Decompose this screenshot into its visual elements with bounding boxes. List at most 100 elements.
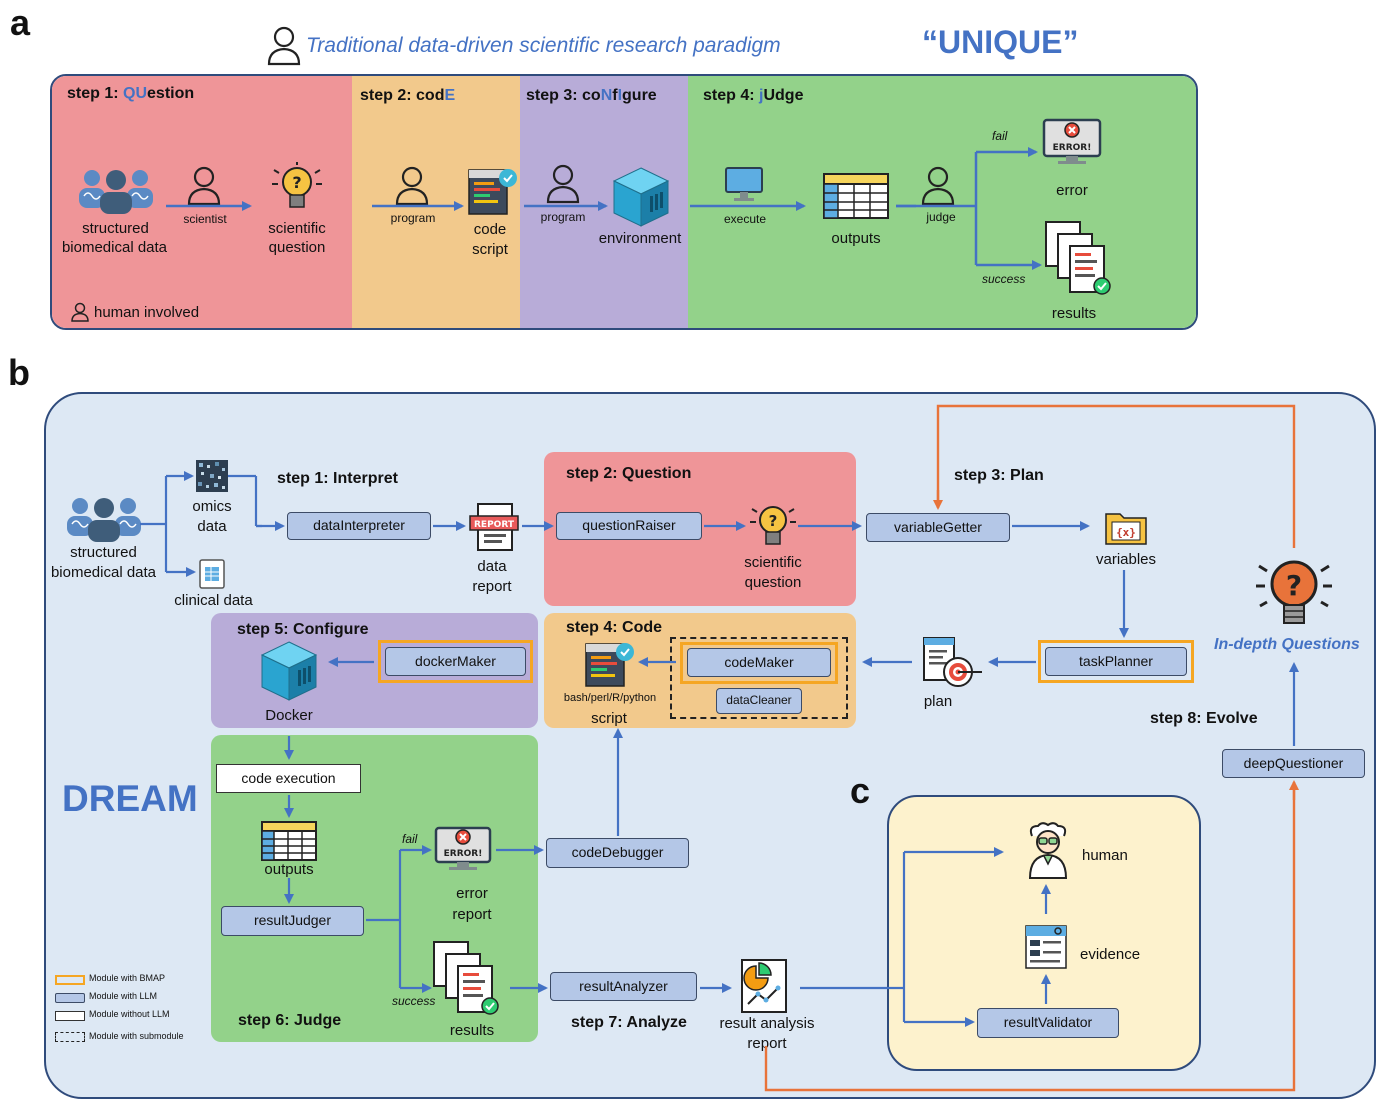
computer-icon (725, 167, 763, 201)
variablegetter-module: variableGetter (866, 513, 1010, 542)
human-involved-icon (71, 302, 89, 322)
outputs-table-icon-b (261, 821, 317, 861)
unique-title: “UNIQUE” (922, 24, 1079, 60)
resultjudger-module: resultJudger (221, 906, 364, 936)
error-icon-text-b: ERROR! (444, 849, 483, 859)
success-label-a: success (982, 272, 1026, 286)
docker-label: Docker (265, 707, 313, 724)
step8-title: step 8: Evolve (1150, 710, 1258, 727)
code-label-1: code (473, 221, 507, 238)
programmer-icon-2 (546, 164, 580, 204)
environment-cube-icon (612, 167, 670, 227)
omics-label-2: data (197, 518, 227, 535)
step2-title: step 2: Question (566, 465, 692, 482)
omics-label-1: omics (192, 498, 232, 515)
code-label-2: script (472, 241, 508, 258)
sci-q-label-b1: scientific (744, 554, 802, 571)
success-label-b: success (392, 994, 436, 1008)
panel-a-step1: step 1: QUestion (67, 85, 195, 102)
step3-title: step 3: Plan (954, 467, 1044, 484)
program-label-2: program (540, 210, 586, 224)
result-analysis-label-1: result analysis (719, 1015, 815, 1032)
legend-nollm-label: Module without LLM (89, 1009, 170, 1019)
sci-q-label1: scientific (268, 220, 326, 237)
omics-data-icon (196, 460, 228, 492)
execute-label: execute (723, 212, 767, 226)
error-report-icon: ERROR! (434, 826, 492, 870)
error-monitor-icon: ERROR! (1042, 118, 1102, 164)
human-scientist-icon (1028, 822, 1068, 879)
panel-a-title: Traditional data-driven scientific resea… (306, 34, 781, 57)
scientist-label: scientist (183, 212, 227, 226)
deepquestioner-module: deepQuestioner (1222, 749, 1365, 778)
script-icon (585, 643, 634, 687)
plan-target-icon (923, 637, 982, 687)
data-report-label-2: report (472, 578, 512, 595)
person-icon (267, 26, 301, 66)
script-label: script (591, 710, 627, 727)
results-docs-icon (1045, 221, 1111, 295)
legend-bmap-label: Module with BMAP (89, 973, 166, 983)
variables-folder-icon: {x} (1105, 513, 1147, 545)
human-label: human (1082, 847, 1128, 864)
human-involved-label: human involved (94, 304, 200, 321)
legend-llm-swatch (55, 993, 85, 1003)
resultvalidator-module: resultValidator (977, 1008, 1119, 1038)
script-lang-label: bash/perl/R/python (563, 692, 657, 704)
codemaker-submodule-frame (670, 637, 848, 719)
legend-nollm-swatch (55, 1011, 85, 1021)
step1-title: step 1: Interpret (277, 470, 398, 487)
in-depth-questions-label: In-depth Questions (1214, 636, 1360, 653)
biomedical-label-b: biomedical data (50, 564, 157, 581)
datacleaner-module: dataCleaner (716, 688, 802, 714)
biomedical-data-icon-b (67, 498, 141, 542)
dockermaker-module: dockerMaker (385, 647, 526, 676)
result-analysis-label-2: report (747, 1035, 787, 1052)
error-label-a: error (1056, 182, 1088, 199)
taskplanner-bmap-frame (1038, 640, 1194, 683)
structured-label: structured (82, 220, 149, 237)
lightbulb-question-icon: ? (272, 162, 322, 208)
structured-label-b: structured (70, 544, 137, 561)
variables-label: variables (1095, 551, 1157, 568)
data-report-label-1: data (477, 558, 507, 575)
panel-label-b: b (8, 352, 30, 393)
step7-title: step 7: Analyze (571, 1014, 687, 1031)
error-report-label-2: report (452, 906, 492, 923)
questionraiser-module: questionRaiser (556, 512, 702, 540)
environment-label: environment (598, 230, 682, 247)
codemaker-bmap-frame (680, 642, 838, 684)
sci-q-label-b2: question (744, 574, 802, 591)
biomedical-data-icon (79, 170, 153, 214)
results-label-b: results (449, 1022, 495, 1039)
clinical-data-label: clinical data (174, 592, 253, 609)
program-label-1: program (390, 211, 436, 225)
outputs-label: outputs (831, 230, 881, 247)
step5-title: step 5: Configure (237, 621, 369, 638)
report-icon-text: REPORT (474, 520, 515, 530)
dockermaker-bmap-frame (378, 640, 533, 683)
legend-llm-label: Module with LLM (89, 991, 158, 1001)
svg-text:{x}: {x} (1116, 526, 1136, 539)
code-execution-module: code execution (216, 764, 361, 793)
fail-label-b: fail (402, 832, 418, 846)
sci-q-label2: question (268, 239, 326, 256)
panel-label-a: a (10, 2, 31, 43)
step6-title: step 6: Judge (238, 1012, 342, 1029)
code-script-icon (468, 169, 517, 215)
biomedical-label: biomedical data (61, 239, 168, 256)
svg-text:?: ? (292, 173, 301, 192)
svg-text:?: ? (769, 512, 778, 530)
dream-title: DREAM (62, 778, 198, 819)
lightbulb-question-icon-b: ? (750, 506, 796, 545)
data-report-icon: REPORT (469, 503, 519, 551)
outputs-label-b: outputs (264, 861, 314, 878)
resultanalyzer-module: resultAnalyzer (550, 972, 697, 1001)
error-icon-text: ERROR! (1053, 143, 1092, 153)
judge-person-icon (921, 166, 955, 206)
svg-text:?: ? (1286, 569, 1302, 602)
docker-cube-icon (260, 641, 318, 701)
step4-title: step 4: Code (566, 619, 663, 636)
legend-submodule-swatch (55, 1032, 85, 1042)
